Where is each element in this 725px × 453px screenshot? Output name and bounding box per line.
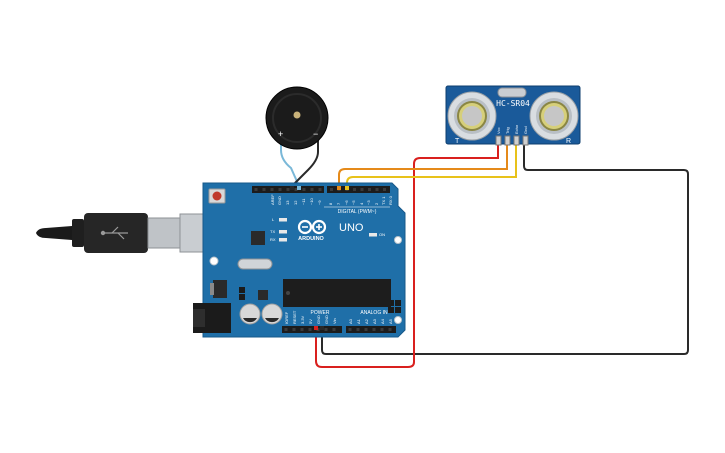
small-chip (258, 290, 268, 300)
power-jack[interactable] (193, 303, 231, 333)
digital-pin-label: 8 (328, 202, 333, 205)
led-on-label: ON (379, 232, 385, 237)
digital-pin-label: RX 0 (388, 195, 393, 205)
led-l-label: L (272, 217, 275, 222)
sensor-pin-labels: Vcc Trig Echo Gnd (496, 124, 528, 134)
sensor-model-label: HC-SR04 (496, 99, 530, 108)
usb-plug-metal (147, 217, 181, 249)
digital-pin-label: 13 (285, 200, 290, 205)
capacitor (261, 303, 283, 325)
wire-gnd-black[interactable] (321, 145, 689, 355)
mount-hole (209, 256, 219, 266)
sensor-t-label: T (455, 138, 460, 145)
digital-pin-labels: AREF GND 13 12 ~11 ~10 ~9 8 7 ~6 ~5 4 ~3… (270, 194, 393, 205)
analog-pin-label: A3 (372, 318, 377, 324)
buzzer-center (293, 111, 301, 119)
led-tx-label: TX (270, 229, 275, 234)
wire-endpoints (290, 186, 349, 330)
receiver-transducer (529, 91, 579, 141)
power-pin-labels: IOREF RESET 3.3V 5V GND GND Vin (284, 310, 337, 324)
analog-pin-label: A0 (348, 318, 353, 324)
wire-buzzer-black[interactable] (291, 136, 319, 187)
usb-chip (251, 231, 265, 245)
brand-label: ARDUINO (298, 236, 324, 242)
buzzer-ring (272, 93, 322, 143)
digital-pin-label: GND (277, 196, 282, 205)
power-pin-label: 5V (308, 319, 313, 324)
power-pin-label: GND (316, 315, 321, 324)
mount-hole (394, 236, 402, 244)
digital-pin-label: ~11 (301, 198, 306, 205)
analog-label: ANALOG IN (360, 310, 388, 316)
digital-pin-label: 7 (336, 202, 341, 205)
usb-cable[interactable] (36, 213, 231, 253)
analog-pin-label: A1 (356, 318, 361, 324)
sensor-pin-trig[interactable] (504, 135, 511, 146)
digital-pin-label: 4 (359, 202, 364, 205)
led-rx-label: RX (270, 237, 276, 242)
usb-icon (100, 226, 128, 240)
wire-trig-orange[interactable] (338, 145, 508, 186)
digital-pin-label: ~5 (351, 200, 356, 205)
power-header[interactable] (282, 326, 342, 333)
digital-pin-label: AREF (270, 194, 275, 205)
sensor-pin-label: Echo (514, 124, 519, 134)
analog-header[interactable] (346, 326, 396, 333)
digital-pin-label: ~3 (366, 200, 371, 205)
atmega-chip (283, 279, 391, 307)
digital-label: DIGITAL (PWM~) (338, 209, 377, 215)
piezo-buzzer[interactable]: + − (265, 86, 329, 150)
sensor-r-label: R (566, 138, 571, 145)
digital-pin-label: 2 (374, 202, 379, 205)
digital-pin-label: ~9 (317, 200, 322, 205)
buzzer-plus-label: + (278, 129, 283, 139)
power-pin-label: RESET (292, 310, 297, 324)
digital-pin-label: TX 1 (381, 196, 386, 205)
mount-hole (394, 316, 402, 324)
power-pin-label: GND (324, 315, 329, 324)
digital-pin-label: ~10 (309, 197, 314, 205)
ultrasonic-sensor[interactable]: HC-SR04 Vcc Trig Echo Gnd T R (445, 85, 581, 146)
usb-cable-tail (36, 226, 72, 240)
arduino-logo-icon (297, 219, 327, 235)
digital-pin-label: ~6 (344, 200, 349, 205)
sensor-crystal (497, 87, 527, 98)
digital-header[interactable] (252, 186, 390, 193)
analog-pin-label: A4 (380, 318, 385, 324)
reset-button[interactable] (208, 188, 226, 204)
sensor-pin-label: Gnd (523, 126, 528, 134)
buzzer-minus-label: − (313, 129, 318, 139)
wire-5v-red[interactable] (315, 145, 499, 368)
wires (280, 136, 689, 368)
icsp-header (239, 287, 245, 300)
wire-echo-yellow[interactable] (346, 145, 517, 186)
analog-pin-label: A5 (388, 318, 393, 324)
sensor-pin-label: Vcc (496, 127, 501, 134)
power-pin-label: Vin (332, 318, 337, 324)
wire-buzzer-blue[interactable] (280, 136, 300, 187)
power-pin-label: 3.3V (300, 315, 305, 324)
arduino-uno-board[interactable]: L TX RX ON ARDUINO UNO (193, 182, 406, 338)
led-indicators (279, 218, 377, 242)
power-label: POWER (311, 310, 330, 316)
sensor-pin-echo[interactable] (513, 135, 520, 146)
sensor-pin-label: Trig (505, 127, 510, 134)
digital-pin-label: 12 (293, 200, 298, 205)
voltage-regulator (213, 280, 227, 298)
power-pin-label: IOREF (284, 311, 289, 324)
sensor-pin-vcc[interactable] (495, 135, 502, 146)
usb-cable-strain (72, 219, 84, 247)
regulator-tab (210, 283, 214, 295)
capacitor (239, 303, 261, 325)
sensor-pin-gnd[interactable] (522, 135, 529, 146)
model-label: UNO (339, 222, 364, 234)
crystal-oscillator (237, 258, 273, 270)
transmitter-transducer (447, 91, 497, 141)
analog-pin-label: A2 (364, 318, 369, 324)
analog-pin-labels: A0 A1 A2 A3 A4 A5 (348, 318, 393, 324)
